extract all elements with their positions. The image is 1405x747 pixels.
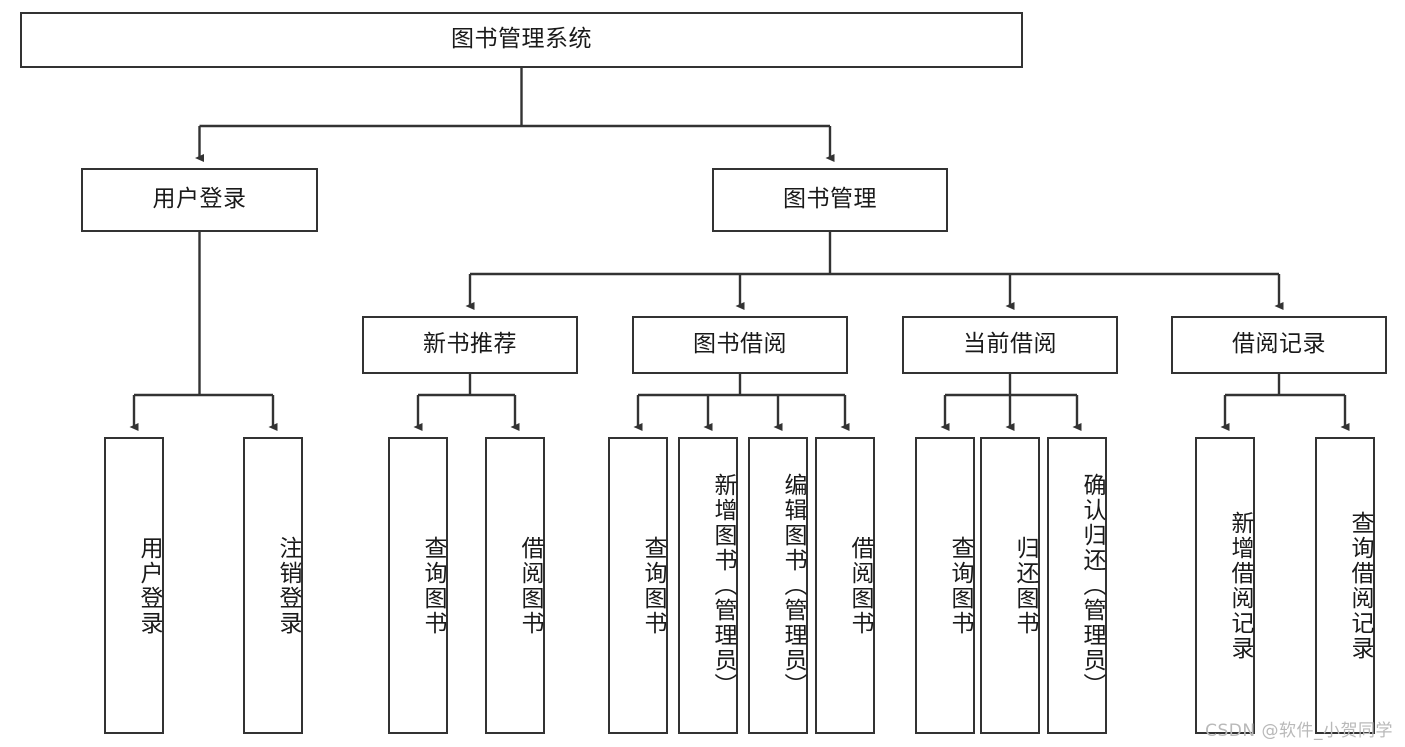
node-label: 用户登录: [152, 186, 247, 213]
node-leaf-cur-return[interactable]: 归还图书: [980, 437, 1040, 734]
node-leaf-borrow-query[interactable]: 查询图书: [608, 437, 668, 734]
node-label: 借阅记录: [1232, 331, 1326, 358]
node-leaf-new-query[interactable]: 查询图书: [388, 437, 448, 734]
node-label: 借阅图书: [847, 535, 873, 636]
node-label: 新增借阅记录: [1227, 510, 1253, 661]
node-label: 确认归还（管理员）: [1079, 473, 1105, 698]
node-label: 新增图书（管理员）: [710, 473, 736, 698]
node-borrow[interactable]: 图书借阅: [632, 316, 848, 374]
node-leaf-user-logout[interactable]: 注销登录: [243, 437, 303, 734]
node-label: 查询图书: [420, 535, 446, 636]
node-root[interactable]: 图书管理系统: [20, 12, 1023, 68]
node-leaf-borrow-edit[interactable]: 编辑图书（管理员）: [748, 437, 808, 734]
node-label: 图书借阅: [693, 331, 787, 358]
watermark-text: CSDN @软件_小贺同学: [1205, 721, 1393, 741]
node-current[interactable]: 当前借阅: [902, 316, 1118, 374]
node-label: 当前借阅: [963, 331, 1057, 358]
node-leaf-borrow-lend[interactable]: 借阅图书: [815, 437, 875, 734]
node-leaf-borrow-add[interactable]: 新增图书（管理员）: [678, 437, 738, 734]
node-leaf-rec-add[interactable]: 新增借阅记录: [1195, 437, 1255, 734]
node-label: 借阅图书: [517, 535, 543, 636]
node-label: 新书推荐: [423, 331, 517, 358]
node-label: 查询图书: [947, 535, 973, 636]
node-records[interactable]: 借阅记录: [1171, 316, 1387, 374]
node-leaf-new-borrow[interactable]: 借阅图书: [485, 437, 545, 734]
node-label: 图书管理系统: [451, 26, 592, 53]
node-leaf-user-login[interactable]: 用户登录: [104, 437, 164, 734]
node-leaf-cur-query[interactable]: 查询图书: [915, 437, 975, 734]
node-newbook[interactable]: 新书推荐: [362, 316, 578, 374]
node-label: 查询借阅记录: [1347, 510, 1373, 661]
node-label: 图书管理: [783, 186, 877, 213]
node-leaf-cur-confirm[interactable]: 确认归还（管理员）: [1047, 437, 1107, 734]
node-bookmgr[interactable]: 图书管理: [712, 168, 948, 232]
node-login[interactable]: 用户登录: [81, 168, 318, 232]
node-label: 用户登录: [136, 535, 162, 636]
node-label: 注销登录: [275, 535, 301, 636]
node-leaf-rec-query[interactable]: 查询借阅记录: [1315, 437, 1375, 734]
node-label: 查询图书: [640, 535, 666, 636]
node-label: 编辑图书（管理员）: [780, 473, 806, 698]
node-label: 归还图书: [1012, 535, 1038, 636]
